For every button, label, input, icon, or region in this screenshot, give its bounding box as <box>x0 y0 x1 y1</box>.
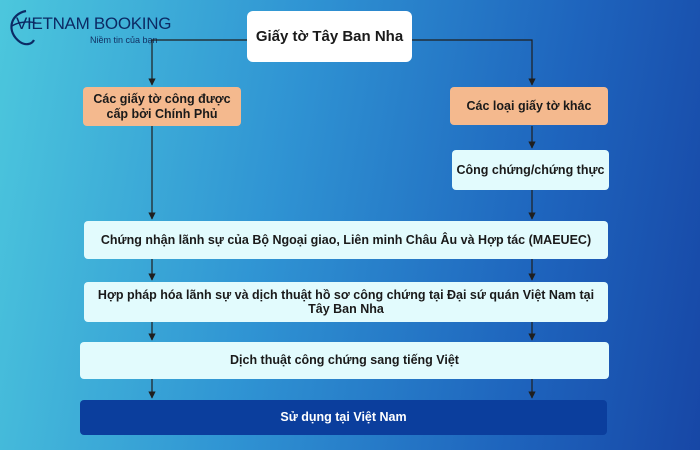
logo-brand: VIETNAM BOOKING <box>16 14 172 33</box>
connector-title-right <box>412 39 536 86</box>
step-text: Hợp pháp hóa lãnh sự và dịch thuật hồ sơ… <box>97 287 595 316</box>
right-step-box: Công chứng/chứng thực <box>452 150 609 190</box>
step-box: Chứng nhận lãnh sự của Bộ Ngoại giao, Li… <box>84 221 608 259</box>
step-text: Chứng nhận lãnh sự của Bộ Ngoại giao, Li… <box>100 232 592 247</box>
logo-tagline: Niềm tin của bạn <box>90 35 158 45</box>
logo-swoosh-icon <box>10 9 37 46</box>
right-branch-box: Các loại giấy tờ khác <box>450 87 608 125</box>
final-text: Sử dụng tại Việt Nam <box>280 410 407 425</box>
title-box: Giấy tờ Tây Ban Nha <box>247 11 412 62</box>
right-branch-text: Các loại giấy tờ khác <box>466 98 592 113</box>
step-text: Dịch thuật công chứng sang tiếng Việt <box>230 353 459 368</box>
right-step-text: Công chứng/chứng thực <box>456 162 605 177</box>
left-branch-box: Các giấy tờ công được cấp bởi Chính Phủ <box>83 87 241 126</box>
title-text: Giấy tờ Tây Ban Nha <box>255 27 404 45</box>
final-box: Sử dụng tại Việt Nam <box>80 400 607 435</box>
logo: VIETNAM BOOKING Niềm tin của bạn <box>6 6 171 48</box>
left-branch-text: Các giấy tờ công được cấp bởi Chính Phủ <box>93 92 231 121</box>
step-box: Dịch thuật công chứng sang tiếng Việt <box>80 342 609 379</box>
connector-title-left <box>148 39 247 86</box>
step-box: Hợp pháp hóa lãnh sự và dịch thuật hồ sơ… <box>84 282 608 322</box>
